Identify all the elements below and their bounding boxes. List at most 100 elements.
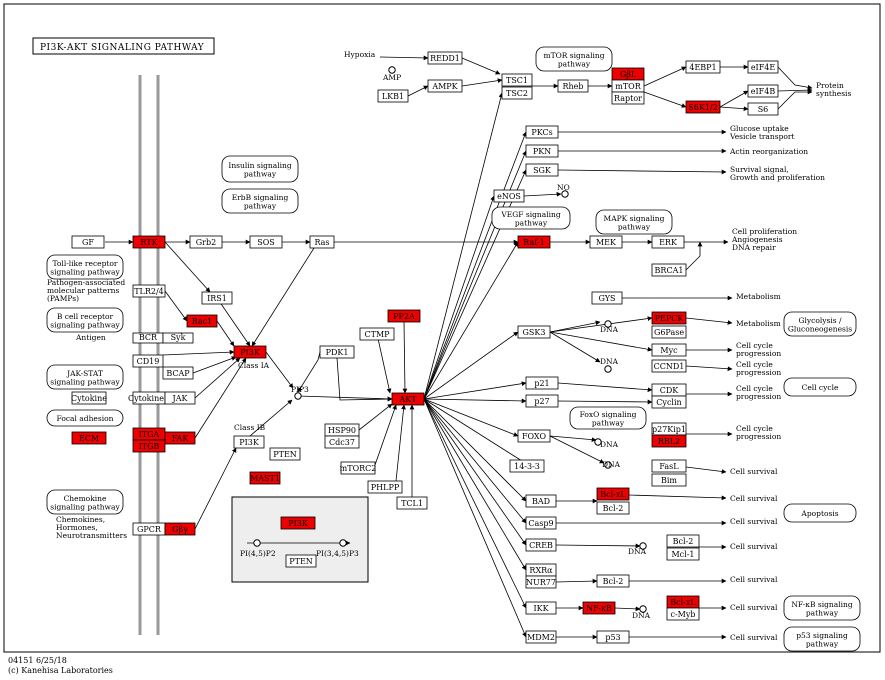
gene-box[interactable] xyxy=(651,325,687,339)
pathway-box[interactable] xyxy=(46,364,124,390)
pathway-box[interactable] xyxy=(46,409,124,427)
gene-node-ctmp[interactable]: CTMP xyxy=(359,327,395,341)
gene-box[interactable] xyxy=(285,554,317,568)
gene-node-irs1[interactable]: IRS1 xyxy=(201,291,233,305)
gene-box[interactable] xyxy=(162,332,194,344)
gene-node-pi3k_2[interactable]: PI3K xyxy=(233,435,265,449)
gene-box[interactable] xyxy=(71,431,107,445)
gene-node-bim[interactable]: Bim xyxy=(651,473,687,487)
gene-box[interactable] xyxy=(589,235,623,249)
gene-box[interactable] xyxy=(525,125,559,139)
gene-box[interactable] xyxy=(666,547,700,561)
gene-box[interactable] xyxy=(280,516,316,530)
gene-box[interactable] xyxy=(651,359,687,373)
gene-node-fasl[interactable]: FasL xyxy=(651,459,687,473)
gene-box[interactable] xyxy=(132,439,166,453)
gene-box[interactable] xyxy=(651,311,687,325)
gene-node-jak[interactable]: JAK xyxy=(164,391,196,405)
gene-node-myc[interactable]: Myc xyxy=(651,343,687,357)
gene-node-gbl[interactable]: GβL xyxy=(611,67,645,81)
gene-node-hsp90[interactable]: HSP90 xyxy=(324,423,360,437)
pathway-link-cellcycle[interactable]: Cell cycle xyxy=(783,377,857,397)
gene-box[interactable] xyxy=(367,480,403,494)
gene-box[interactable] xyxy=(164,391,196,405)
gene-box[interactable] xyxy=(525,601,557,615)
gene-node-fak[interactable]: FAK xyxy=(164,431,196,445)
gene-box[interactable] xyxy=(525,538,557,552)
gene-node-gsk3[interactable]: GSK3 xyxy=(517,325,551,339)
gene-box[interactable] xyxy=(685,60,721,74)
pathway-box[interactable] xyxy=(221,155,299,183)
gene-box[interactable] xyxy=(71,235,105,249)
gene-box[interactable] xyxy=(685,100,721,114)
gene-node-cmyb[interactable]: c-Myb xyxy=(666,607,700,621)
gene-node-ccnd1[interactable]: CCND1 xyxy=(651,359,687,373)
gene-node-casp9[interactable]: Casp9 xyxy=(525,516,557,530)
pathway-box[interactable] xyxy=(46,254,124,280)
gene-box[interactable] xyxy=(324,435,360,449)
gene-node-pkcs[interactable]: PKCs xyxy=(525,125,559,139)
gene-box[interactable] xyxy=(162,366,194,380)
gene-box[interactable] xyxy=(233,435,265,449)
gene-box[interactable] xyxy=(651,473,687,487)
gene-node-mtor[interactable]: mTOR xyxy=(611,79,645,93)
gene-node-cyclin[interactable]: Cyclin xyxy=(651,395,687,409)
gene-node-raf1[interactable]: Raf-1 xyxy=(517,235,551,249)
gene-node-ampk[interactable]: AMPK xyxy=(427,79,463,93)
gene-box[interactable] xyxy=(132,354,164,368)
gene-node-cd19[interactable]: CD19 xyxy=(132,354,164,368)
gene-node-rtk[interactable]: RTK xyxy=(132,235,166,249)
gene-box[interactable] xyxy=(71,391,107,405)
gene-box[interactable] xyxy=(651,459,687,473)
gene-node-sgk[interactable]: SGK xyxy=(525,163,559,177)
gene-box[interactable] xyxy=(582,601,616,615)
gene-node-bcr[interactable]: BCR xyxy=(132,332,164,344)
gene-node-ras[interactable]: Ras xyxy=(309,235,335,249)
gene-node-cdk[interactable]: CDK xyxy=(651,383,687,397)
gene-box[interactable] xyxy=(747,102,779,116)
gene-box[interactable] xyxy=(596,574,630,588)
gene-node-pepck[interactable]: PEPCK xyxy=(651,311,687,325)
gene-node-ikk[interactable]: IKK xyxy=(525,601,557,615)
gene-box[interactable] xyxy=(201,291,233,305)
gene-node-rbl2[interactable]: RBL2 xyxy=(651,434,687,448)
gene-box[interactable] xyxy=(340,461,376,475)
gene-node-bcl2b[interactable]: Bcl-2 xyxy=(666,534,700,548)
pathway-box[interactable] xyxy=(535,46,613,72)
gene-box[interactable] xyxy=(747,84,779,98)
gene-box[interactable] xyxy=(525,630,557,644)
pathway-link-focal[interactable]: Focal adhesion xyxy=(46,409,124,427)
gene-node-itga[interactable]: ITGA xyxy=(132,427,166,441)
gene-node-ecm[interactable]: ECM xyxy=(71,431,107,445)
gene-node-mtorc2[interactable]: mTORC2 xyxy=(340,461,377,475)
gene-box[interactable] xyxy=(319,345,355,359)
gene-box[interactable] xyxy=(666,607,700,621)
gene-box[interactable] xyxy=(249,471,281,485)
gene-node-redd1[interactable]: REDD1 xyxy=(427,51,463,65)
gene-node-bclxl2[interactable]: Bcl-xL xyxy=(666,595,700,609)
gene-box[interactable] xyxy=(493,189,525,203)
gene-node-pkn[interactable]: PKN xyxy=(525,144,559,158)
gene-node-erk[interactable]: ERK xyxy=(651,235,685,249)
gene-box[interactable] xyxy=(517,325,551,339)
gene-node-lkb1[interactable]: LKB1 xyxy=(377,89,409,103)
gene-node-tcl1[interactable]: TCL1 xyxy=(396,496,428,510)
gene-box[interactable] xyxy=(747,60,779,74)
gene-box[interactable] xyxy=(509,459,545,473)
gene-node-pten[interactable]: PTEN xyxy=(269,447,301,461)
gene-node-brca1[interactable]: BRCA1 xyxy=(651,263,687,277)
gene-node-rheb[interactable]: Rheb xyxy=(557,79,589,93)
gene-node-cdc37[interactable]: Cdc37 xyxy=(324,435,360,449)
gene-box[interactable] xyxy=(501,73,533,87)
gene-node-pp2a[interactable]: PP2A xyxy=(387,309,421,323)
gene-node-s6[interactable]: S6 xyxy=(747,102,779,116)
gene-node-bclxl[interactable]: Bcl-xL xyxy=(596,487,630,501)
gene-node-mcl1[interactable]: Mcl-1 xyxy=(666,547,700,561)
gene-node-itgb[interactable]: ITGB xyxy=(132,439,166,453)
gene-box[interactable] xyxy=(525,494,557,508)
gene-box[interactable] xyxy=(611,91,645,105)
